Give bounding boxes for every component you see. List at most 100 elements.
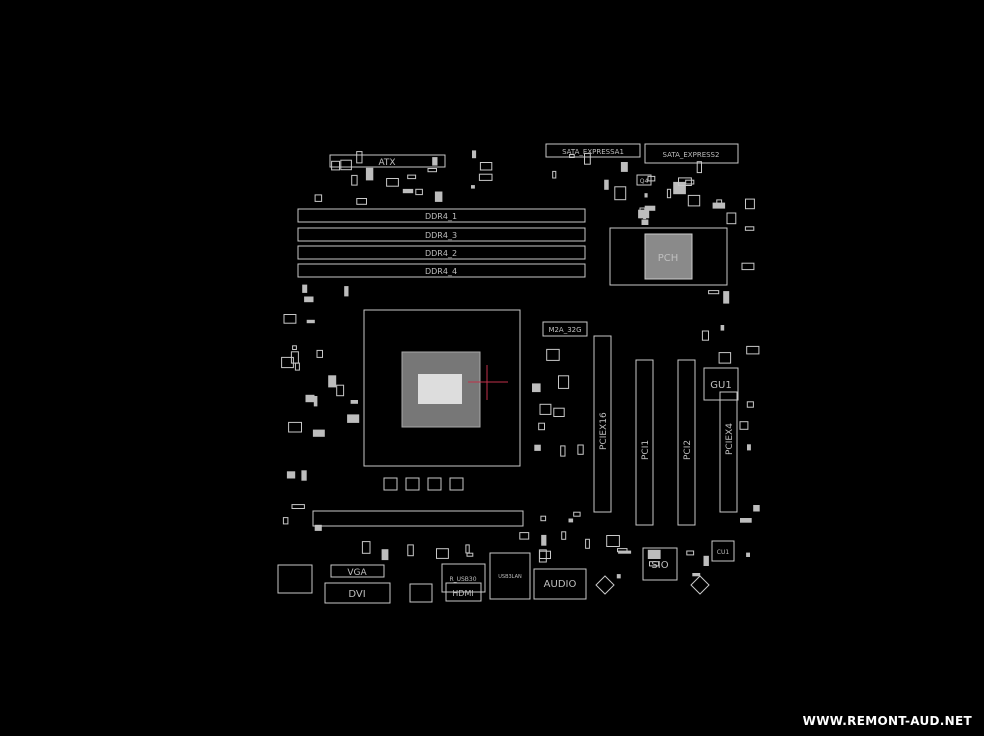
component <box>365 167 374 181</box>
component <box>351 174 358 186</box>
component <box>386 178 399 187</box>
component <box>584 152 591 165</box>
component <box>746 552 750 557</box>
component <box>316 349 323 358</box>
component <box>427 168 437 173</box>
pciex4-slot[interactable] <box>719 391 738 513</box>
component <box>647 549 661 559</box>
usblan-label: USB3LAN <box>498 574 522 580</box>
q4-part[interactable] <box>636 174 652 186</box>
pciex16-slot[interactable] <box>593 335 612 513</box>
pch-label: PCH <box>658 253 679 264</box>
component <box>331 160 341 171</box>
inductor <box>449 477 464 491</box>
ps2-port[interactable] <box>277 564 313 594</box>
component <box>286 471 296 479</box>
watermark: WWW.REMONT-AUD.NET <box>802 714 972 728</box>
component <box>703 555 709 566</box>
component <box>616 574 621 579</box>
usb-lan-port[interactable] <box>489 552 531 600</box>
mount-hole-right <box>690 575 710 595</box>
q4-label: Q4 <box>640 178 649 185</box>
ddr4-slot-2[interactable] <box>297 245 586 260</box>
component <box>708 290 720 295</box>
component <box>381 549 389 561</box>
component <box>568 518 574 523</box>
component <box>741 262 755 271</box>
component <box>673 181 686 195</box>
usb-port[interactable] <box>409 583 433 603</box>
component <box>747 444 751 451</box>
component <box>546 348 560 361</box>
component <box>465 544 470 554</box>
component <box>350 400 358 404</box>
component <box>356 151 363 164</box>
sata-express-2[interactable] <box>644 143 739 164</box>
component <box>541 534 547 546</box>
component <box>604 179 609 190</box>
cu1-label: CU1 <box>717 549 730 556</box>
vga-label: VGA <box>347 568 367 578</box>
component <box>644 205 656 211</box>
component <box>666 188 672 199</box>
pch-chip[interactable] <box>644 233 693 280</box>
component <box>620 162 628 172</box>
dvi-port[interactable] <box>324 582 391 604</box>
component <box>638 209 650 219</box>
sio-label: SIO <box>651 560 668 571</box>
inductor <box>383 477 398 491</box>
dvi-label: DVI <box>348 589 365 600</box>
component <box>466 552 474 557</box>
hdmi-port[interactable] <box>445 582 482 602</box>
component <box>340 159 352 171</box>
component <box>685 179 695 185</box>
component <box>519 532 530 540</box>
ddr2-label: DDR4_2 <box>425 249 457 258</box>
component <box>282 517 289 525</box>
component <box>552 170 557 179</box>
component <box>692 573 701 577</box>
component <box>744 226 755 231</box>
component <box>687 194 701 207</box>
atx-connector[interactable] <box>329 154 446 168</box>
gu1-chip[interactable] <box>703 367 739 401</box>
vga-port[interactable] <box>330 564 385 578</box>
component <box>336 384 345 397</box>
pciex16-label: PCIEX16 <box>599 412 609 450</box>
component <box>649 561 660 567</box>
component <box>686 550 695 556</box>
component <box>304 296 314 303</box>
pci1-slot[interactable] <box>635 359 654 526</box>
ddr4-slot-3[interactable] <box>297 227 586 242</box>
component <box>553 407 565 418</box>
usb30-port[interactable] <box>441 563 486 593</box>
sio-chip[interactable] <box>642 547 678 581</box>
component <box>678 177 692 186</box>
sata-express-1[interactable] <box>545 143 641 158</box>
component <box>314 194 323 202</box>
component <box>312 429 325 437</box>
component <box>361 541 371 554</box>
pciex4-label: PCIEX4 <box>725 423 735 455</box>
component <box>577 444 584 455</box>
m2-slot[interactable] <box>542 321 588 337</box>
bottom-header[interactable] <box>312 510 524 527</box>
pci2-slot[interactable] <box>677 359 696 526</box>
component <box>740 518 752 523</box>
component <box>407 174 417 180</box>
component <box>292 345 297 350</box>
audio-jack[interactable] <box>533 568 587 600</box>
component <box>644 193 648 198</box>
component <box>539 550 551 560</box>
cu1-chip[interactable] <box>711 540 735 562</box>
component <box>472 150 477 159</box>
cpu-socket[interactable] <box>363 309 521 467</box>
sata2-label: SATA_EXPRESS2 <box>663 151 720 159</box>
audio-label: AUDIO <box>544 579 577 590</box>
ddr4-slot-4[interactable] <box>297 263 586 278</box>
m2-label: M2A_32G <box>548 326 581 334</box>
component <box>283 314 297 324</box>
component <box>478 173 493 181</box>
ddr4-slot-1[interactable] <box>297 208 586 223</box>
